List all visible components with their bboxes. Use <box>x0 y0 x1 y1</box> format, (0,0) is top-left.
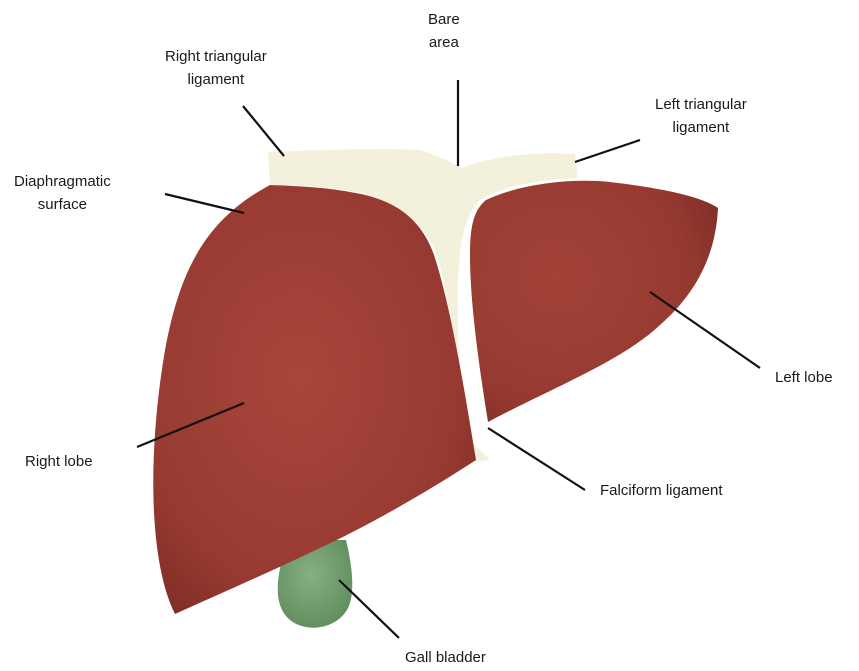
label-diaphragmatic-surface: Diaphragmatic surface <box>14 170 111 216</box>
leader-diaphragmatic <box>165 194 244 213</box>
label-right-lobe: Right lobe <box>25 450 93 473</box>
label-left-lobe: Left lobe <box>775 366 833 389</box>
leader-left-triangular <box>575 140 640 162</box>
left-lobe-shape <box>470 181 718 422</box>
label-gall-bladder: Gall bladder <box>405 646 486 669</box>
leader-gall-bladder <box>339 580 399 638</box>
right-lobe-shape <box>153 185 476 614</box>
label-bare-area: Bare area <box>428 8 460 54</box>
label-right-triangular-ligament: Right triangular ligament <box>165 45 267 91</box>
leader-left-lobe <box>650 292 760 368</box>
leader-right-triangular <box>243 106 284 156</box>
label-left-triangular-ligament: Left triangular ligament <box>655 93 747 139</box>
label-falciform-ligament: Falciform ligament <box>600 479 723 502</box>
leader-falciform <box>488 428 585 490</box>
